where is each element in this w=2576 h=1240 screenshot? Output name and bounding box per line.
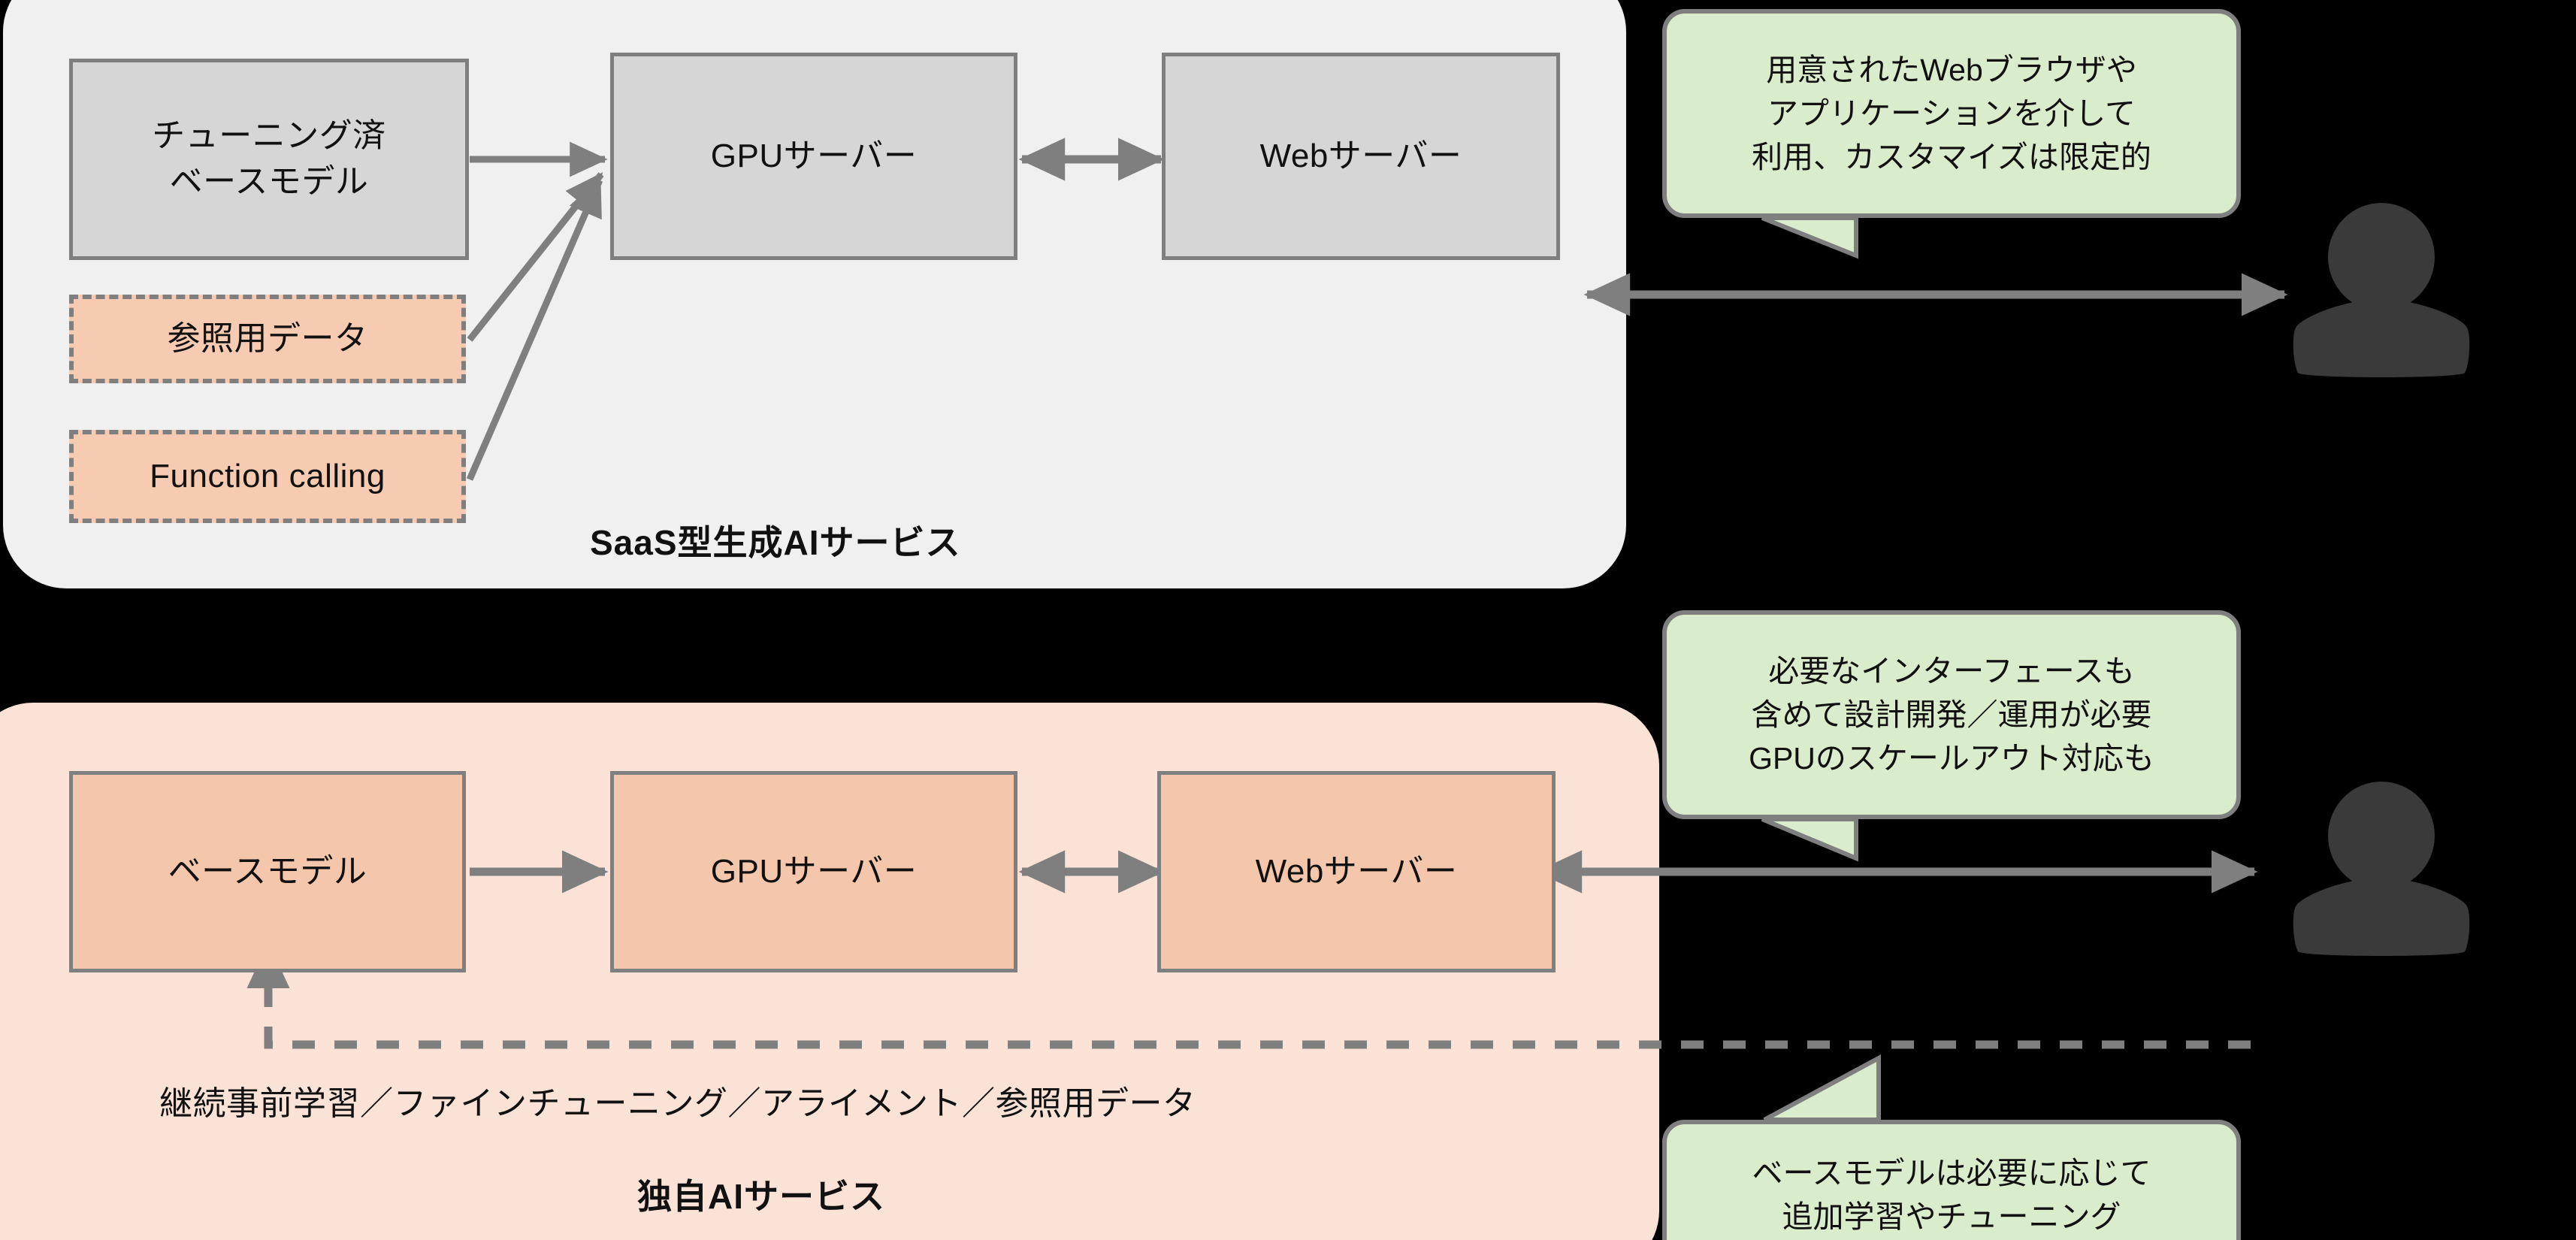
node-label: GPUサーバー [710,852,918,890]
callout-saas-usage: 用意されたWebブラウザや アプリケーションを介して 利用、カスタマイズは限定的 [1662,9,2241,218]
callout-tail-saas [1761,216,1858,259]
node-label: Webサーバー [1259,137,1462,174]
caption-own-service: 独自AIサービス [637,1177,885,1216]
node-base-model-own[interactable]: ベースモデル [69,771,466,972]
node-label: Function calling [150,457,385,494]
person-icon-own-user [2293,782,2470,956]
callout-text: 用意されたWebブラウザや アプリケーションを介して 利用、カスタマイズは限定的 [1752,52,2151,175]
node-web-server-own[interactable]: Webサーバー [1157,771,1556,972]
caption-saas-service: SaaS型生成AIサービス [590,523,961,562]
callout-text: ベースモデルは必要に応じて 追加学習やチューニング [1752,1155,2151,1234]
node-web-server-saas[interactable]: Webサーバー [1162,53,1560,260]
node-label: 参照用データ [167,319,368,357]
node-gpu-server-own[interactable]: GPUサーバー [610,771,1017,972]
node-label: ベースモデル [168,852,367,890]
callout-text: 必要なインターフェースも 含めて設計開発／運用が必要 GPUのスケールアウト対応… [1749,653,2154,776]
node-gpu-server-saas[interactable]: GPUサーバー [610,53,1017,260]
node-function-calling[interactable]: Function calling [69,430,466,523]
callout-own-tuning: ベースモデルは必要に応じて 追加学習やチューニング [1662,1120,2241,1240]
node-label: チューニング済 ベースモデル [152,117,386,200]
node-reference-data[interactable]: 参照用データ [69,295,466,383]
callout-tail-own-top [1761,817,1858,862]
node-label: GPUサーバー [710,137,918,174]
callout-own-operations: 必要なインターフェースも 含めて設計開発／運用が必要 GPUのスケールアウト対応… [1662,610,2241,819]
caption-training-flow: 継続事前学習／ファインチューニング／アライメント／参照用データ [159,1085,1196,1122]
node-tuned-base-model[interactable]: チューニング済 ベースモデル [69,59,469,260]
node-label: Webサーバー [1255,852,1458,890]
person-icon-saas-user [2293,203,2470,377]
callout-tail-own-bottom [1763,1054,1881,1122]
